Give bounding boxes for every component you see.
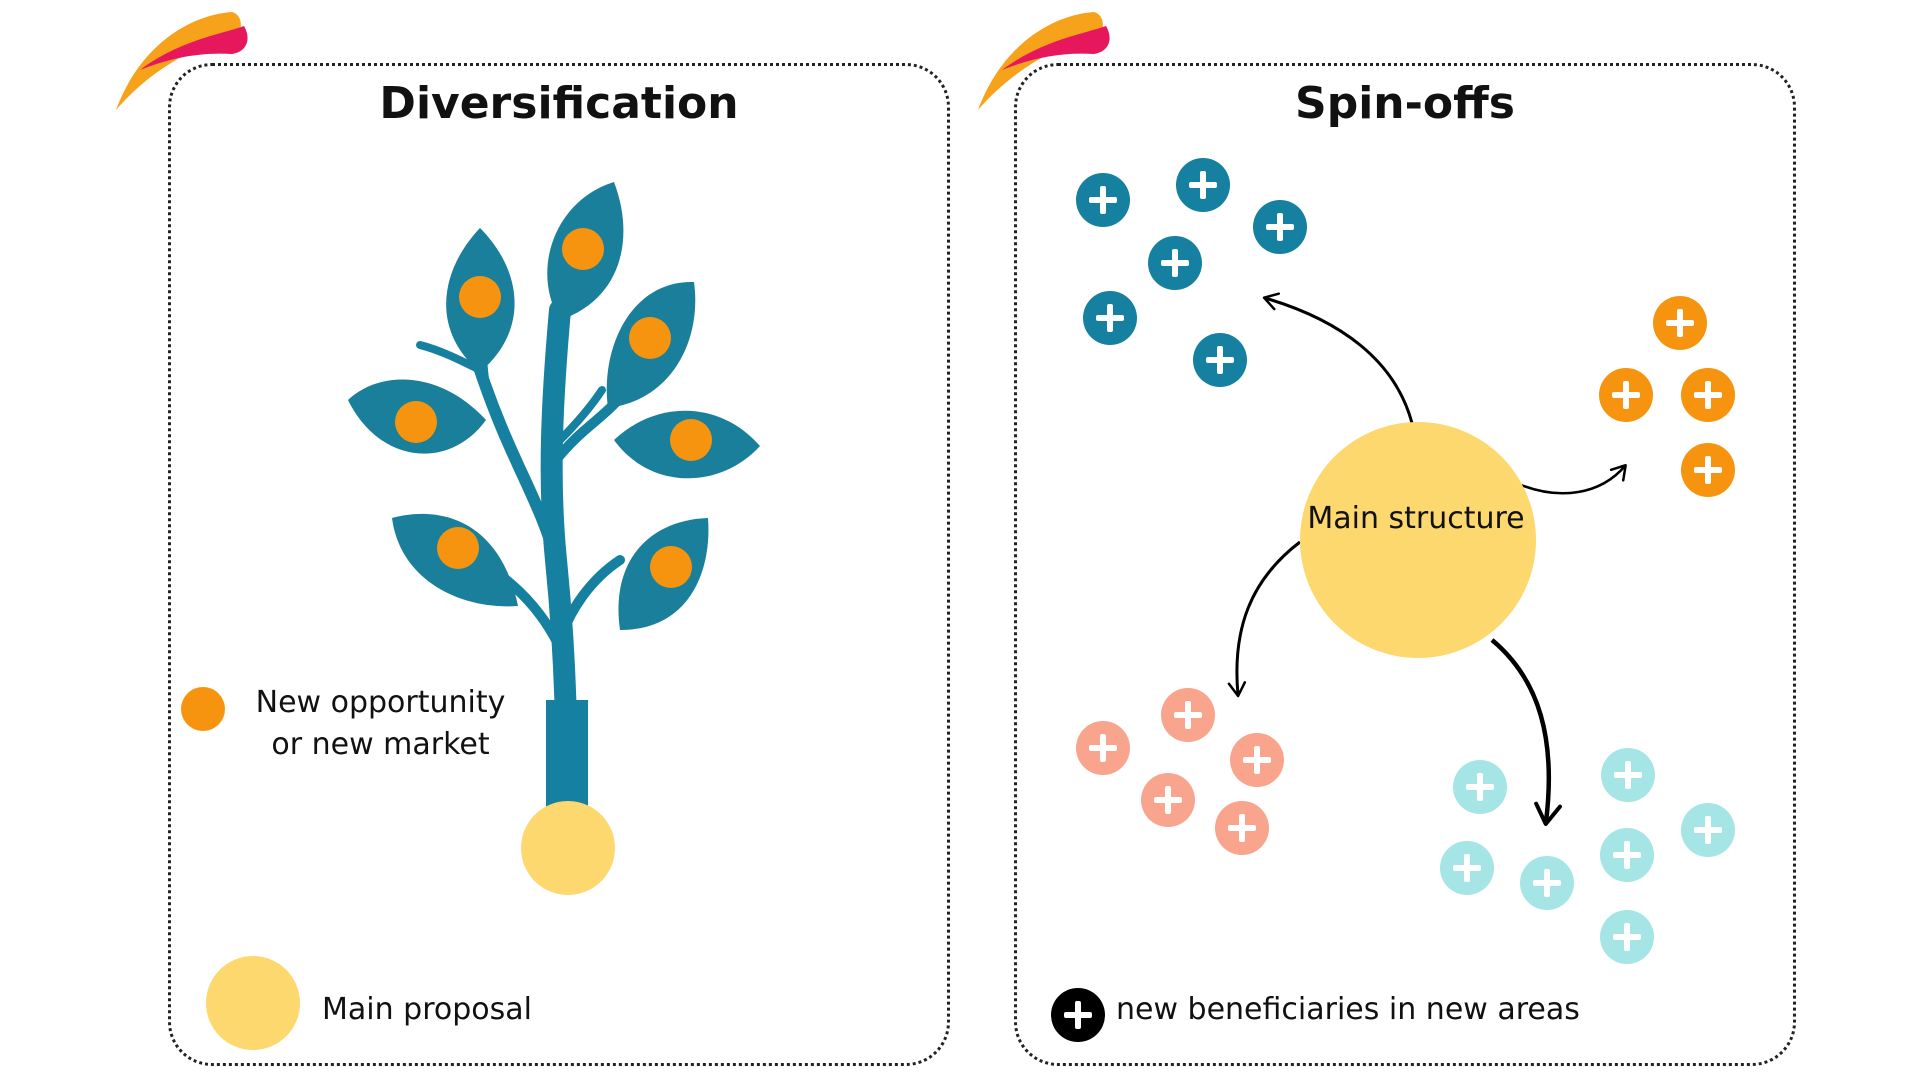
legend-main-proposal-label: Main proposal xyxy=(322,992,532,1027)
arrow-icon xyxy=(1227,540,1301,698)
main-proposal-root xyxy=(521,801,615,895)
plus-cluster-dark-teal xyxy=(1076,158,1307,387)
plus-cluster-orange xyxy=(1599,296,1735,497)
plus-circle-icon xyxy=(1141,773,1195,827)
plus-circle-icon xyxy=(1600,910,1654,964)
plus-cluster-aqua xyxy=(1440,748,1735,964)
plus-circle-icon xyxy=(1601,748,1655,802)
legend-opportunity-label: New opportunity or new market xyxy=(255,685,506,762)
plus-circle-icon xyxy=(1230,733,1284,787)
opportunity-dot xyxy=(395,401,437,443)
plus-circle-icon xyxy=(1148,236,1202,290)
plus-circle-icon xyxy=(1681,443,1735,497)
arrow-icon xyxy=(1262,292,1414,424)
plus-circle-icon xyxy=(1253,200,1307,254)
arrow-icon xyxy=(1520,463,1627,495)
plus-circle-icon xyxy=(1076,721,1130,775)
opportunity-dot xyxy=(650,546,692,588)
plus-circle-icon xyxy=(1681,803,1735,857)
plus-circle-icon xyxy=(1600,828,1654,882)
plus-circle-icon xyxy=(1440,841,1494,895)
tree-trunk xyxy=(546,700,588,820)
main-structure-circle xyxy=(1300,422,1536,658)
spin-offs-title: Spin-offs xyxy=(1295,78,1515,129)
tree-illustration xyxy=(348,182,760,895)
main-structure-label: Main structure xyxy=(1307,501,1525,536)
legend-plus-circle-icon xyxy=(1051,988,1105,1042)
leaf-icon xyxy=(547,182,624,320)
legend-new-beneficiaries-label: new beneficiaries in new areas xyxy=(1116,992,1580,1027)
opportunity-dot xyxy=(562,228,604,270)
plus-circle-icon xyxy=(1453,760,1507,814)
plus-cluster-salmon xyxy=(1076,688,1284,855)
leaf-icon xyxy=(348,379,486,454)
legend-opportunity-dot xyxy=(181,687,225,731)
logo-brush-icon-right xyxy=(978,12,1110,110)
plus-circle-icon xyxy=(1193,333,1247,387)
plus-circle-icon xyxy=(1083,291,1137,345)
legend-main-proposal-dot xyxy=(206,956,300,1050)
plus-circle-icon xyxy=(1599,368,1653,422)
plus-circle-icon xyxy=(1653,296,1707,350)
opportunity-dot xyxy=(670,419,712,461)
plus-circle-icon xyxy=(1215,801,1269,855)
arrow-icon xyxy=(1490,638,1562,826)
leaf-icon xyxy=(446,228,515,372)
logo-brush-icon-left xyxy=(116,12,248,110)
plus-circle-icon xyxy=(1176,158,1230,212)
plus-circle-icon xyxy=(1681,368,1735,422)
plus-circle-icon xyxy=(1520,856,1574,910)
leaf-icon xyxy=(614,410,760,479)
plus-circle-icon xyxy=(1161,688,1215,742)
spin-offs-panel xyxy=(1014,63,1796,1066)
leaf-icon xyxy=(606,281,696,408)
opportunity-dot xyxy=(629,317,671,359)
diversification-panel xyxy=(168,63,950,1066)
leaf-icon xyxy=(618,518,709,630)
opportunity-dot xyxy=(437,527,479,569)
plus-circle-icon xyxy=(1076,173,1130,227)
diversification-title: Diversification xyxy=(379,78,739,129)
opportunity-dot xyxy=(459,276,501,318)
leaf-icon xyxy=(392,513,518,607)
